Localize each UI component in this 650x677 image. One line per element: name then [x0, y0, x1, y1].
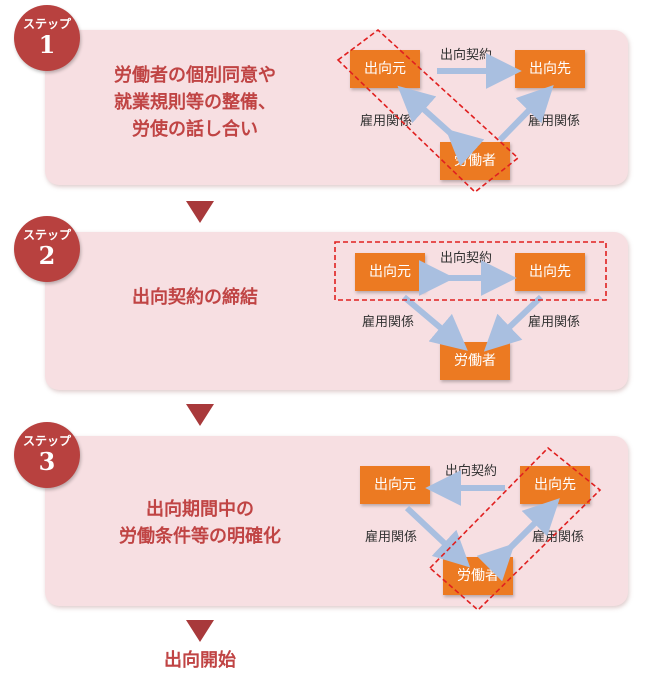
step-3-employment-right-label: 雇用関係: [532, 530, 585, 545]
step-3-title: 出向期間中の 労働条件等の明確化: [95, 496, 305, 550]
step-1-badge: ステップ 1: [14, 5, 80, 71]
step-2-origin-box: 出向元: [355, 253, 425, 291]
step-badge-label: ステップ: [22, 434, 71, 448]
step-1-contract-label: 出向契約: [440, 48, 493, 63]
step-3-origin-box: 出向元: [360, 466, 430, 504]
step-1-down-triangle: [186, 201, 214, 223]
step-3-badge: ステップ 3: [14, 422, 80, 488]
step-badge-label: ステップ: [22, 17, 71, 31]
step-2-title: 出向契約の締結: [95, 284, 295, 311]
step-1-employment-left-label: 雇用関係: [360, 114, 413, 129]
final-label: 出向開始: [164, 650, 236, 671]
step-2-destination-box: 出向先: [515, 253, 585, 291]
step-3-title-line-2: 労働条件等の明確化: [119, 526, 281, 547]
step-1-title-line-3: 労使の話し合い: [132, 119, 258, 140]
step-badge-label: ステップ: [22, 228, 71, 242]
step-2-contract-label: 出向契約: [440, 251, 493, 266]
step-3-title-line-1: 出向期間中の: [146, 499, 254, 520]
step-3-worker-box: 労働者: [443, 557, 513, 595]
step-number: 2: [38, 241, 56, 270]
step-1-employment-right-label: 雇用関係: [528, 114, 581, 129]
step-number: 1: [38, 30, 56, 59]
step-3-employment-left-label: 雇用関係: [365, 530, 418, 545]
step-2-worker-box: 労働者: [440, 342, 510, 380]
step-2-badge: ステップ 2: [14, 216, 80, 282]
step-3-down-triangle: [186, 620, 214, 642]
step-number: 3: [38, 447, 56, 476]
step-1-title-line-1: 労働者の個別同意や: [114, 65, 276, 86]
step-1-worker-box: 労働者: [440, 142, 510, 180]
step-3-contract-label: 出向契約: [445, 464, 498, 479]
step-2-title-line-1: 出向契約の締結: [132, 287, 258, 308]
step-1-destination-box: 出向先: [515, 50, 585, 88]
step-2-down-triangle: [186, 404, 214, 426]
step-1-title: 労働者の個別同意や 就業規則等の整備、 労使の話し合い: [95, 62, 295, 143]
step-3-destination-box: 出向先: [520, 466, 590, 504]
step-1-title-line-2: 就業規則等の整備、: [114, 92, 276, 113]
step-2-employment-right-label: 雇用関係: [528, 315, 581, 330]
step-1-origin-box: 出向元: [350, 50, 420, 88]
step-2-employment-left-label: 雇用関係: [362, 315, 415, 330]
